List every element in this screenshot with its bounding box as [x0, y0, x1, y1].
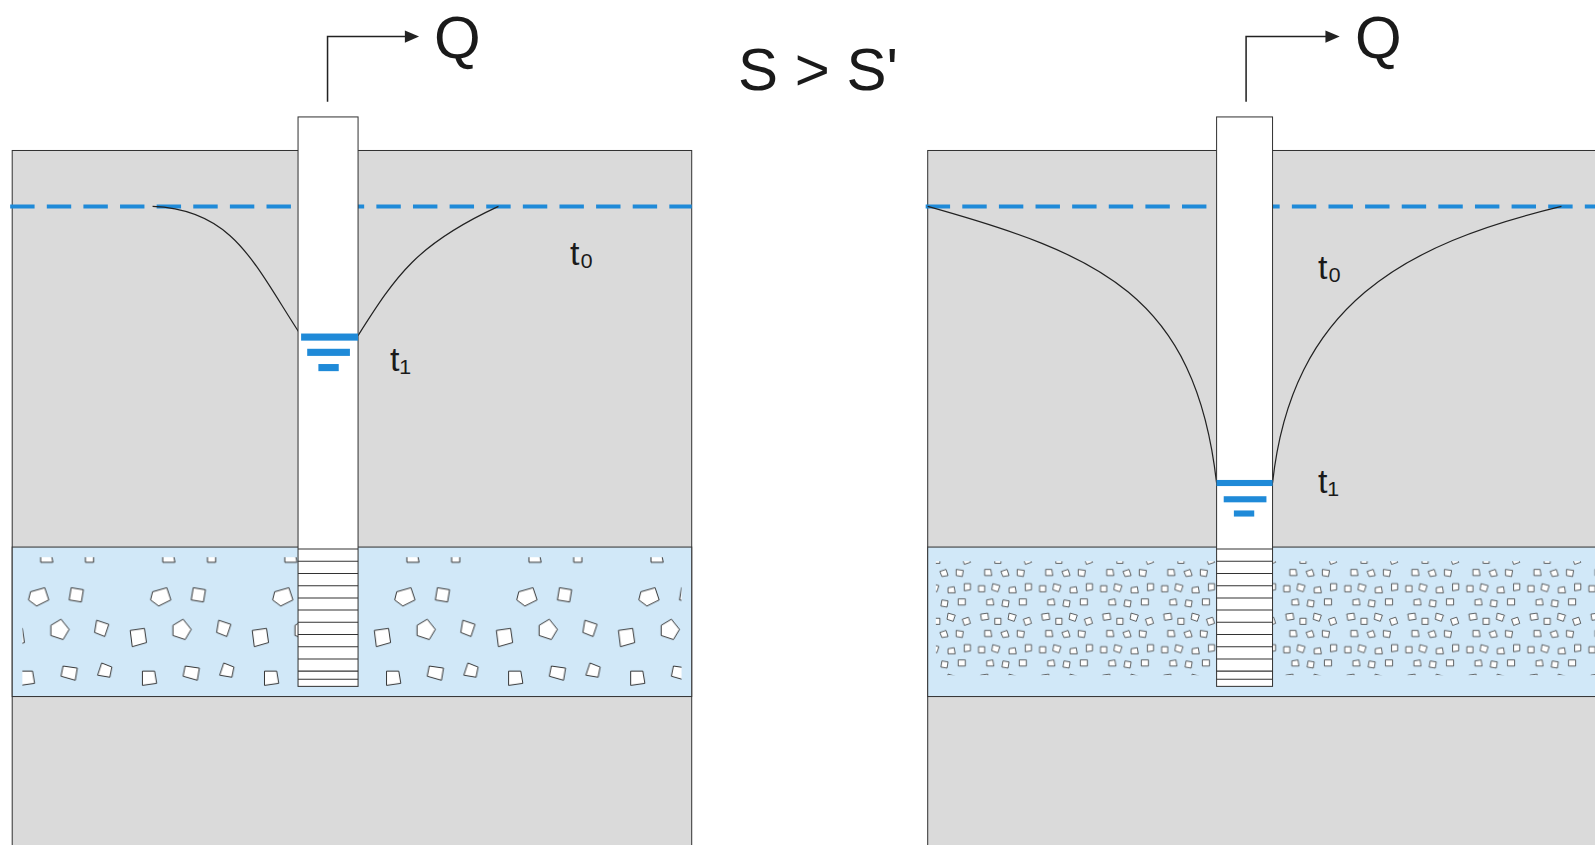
discharge-label: Q [1355, 8, 1402, 68]
discharge-label: Q [434, 8, 481, 68]
comparison-title: S > S' [738, 40, 898, 100]
time-label: t₁ [1318, 464, 1339, 498]
time-label: t₀ [570, 236, 594, 270]
time-label: t₁ [390, 342, 411, 376]
time-label: t₀ [1318, 250, 1342, 284]
